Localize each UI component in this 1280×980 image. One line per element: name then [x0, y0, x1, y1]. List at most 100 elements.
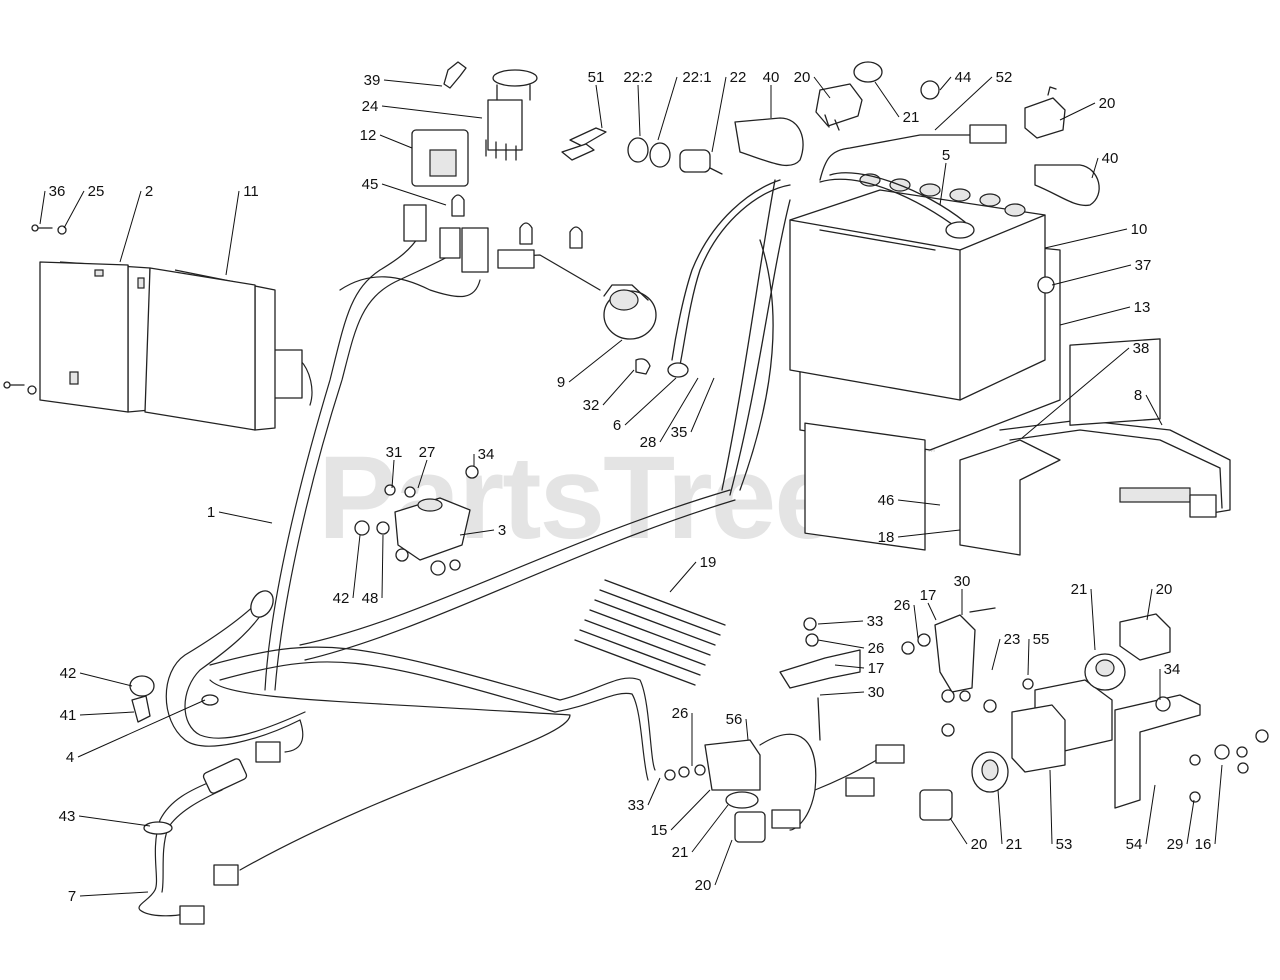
callout-40a: 40	[763, 69, 779, 118]
callout-leader-20a	[813, 76, 831, 99]
callout-label-18: 18	[878, 529, 895, 546]
callout-21c: 21	[672, 804, 729, 861]
callout-leader-40b	[1091, 157, 1099, 179]
callout-leader-15	[670, 789, 711, 831]
callout-26a: 26	[894, 597, 919, 639]
callout-label-44: 44	[955, 69, 972, 86]
ignition-switch	[411, 61, 538, 187]
grommet-42	[129, 675, 155, 697]
callout-leader-25	[63, 190, 85, 229]
callout-label-29: 29	[1167, 836, 1184, 853]
callout-leader-54	[1145, 784, 1156, 845]
callout-label-22-1: 22:1	[682, 69, 711, 86]
callout-label-23: 23	[1004, 631, 1021, 648]
cable-ties-19	[574, 579, 726, 686]
callout-leader-12	[379, 134, 413, 149]
callout-4: 4	[66, 699, 206, 766]
bushing-41	[131, 695, 151, 723]
connector-block-3	[461, 227, 489, 273]
callout-label-2: 2	[145, 183, 153, 200]
boot-40b	[1034, 164, 1100, 207]
callout-leader-6	[624, 377, 677, 426]
callout-leader-9	[568, 339, 623, 383]
callout-label-28: 28	[640, 434, 657, 451]
battery-panel	[804, 422, 926, 551]
callout-leader-43	[78, 815, 151, 827]
callout-leader-22	[711, 76, 727, 153]
callout-55: 55	[1027, 631, 1049, 676]
callout-leader-29	[1186, 799, 1195, 845]
callout-20b: 20	[1059, 95, 1115, 121]
callout-label-17b: 17	[868, 660, 885, 677]
callout-leader-52	[934, 76, 993, 131]
bulb-45	[451, 194, 465, 217]
callout-leader-10	[1044, 228, 1128, 249]
bracket-8	[1069, 338, 1161, 426]
callout-label-38: 38	[1133, 340, 1150, 357]
callout-26c: 26	[672, 705, 693, 766]
callout-16: 16	[1195, 764, 1223, 853]
harness-ring-terminal	[201, 694, 219, 706]
callout-9: 9	[557, 339, 623, 391]
callout-leader-53	[1049, 769, 1053, 845]
callout-5: 5	[939, 147, 950, 206]
callout-36: 36	[39, 183, 66, 225]
callout-43: 43	[59, 808, 151, 827]
callout-label-16: 16	[1195, 836, 1212, 853]
bolt-37	[1037, 276, 1055, 294]
switch-connectors	[273, 194, 601, 399]
part-9-sounder	[603, 284, 657, 375]
callout-leader-55	[1027, 638, 1030, 676]
callout-54: 54	[1126, 784, 1156, 853]
connector-7a	[202, 758, 248, 794]
callout-label-36: 36	[49, 183, 66, 200]
callout-label-56: 56	[726, 711, 743, 728]
callout-label-52: 52	[996, 69, 1013, 86]
callout-18: 18	[878, 529, 961, 546]
callout-label-48: 48	[362, 590, 379, 607]
callout-22: 22	[711, 69, 746, 153]
callout-label-24: 24	[362, 98, 379, 115]
battery-assembly	[667, 124, 1231, 556]
callout-label-3: 3	[498, 522, 506, 539]
callout-21a: 21	[874, 81, 919, 126]
callout-label-39: 39	[364, 72, 381, 89]
callout-30a: 30	[954, 573, 970, 615]
callout-leader-5	[939, 162, 947, 206]
callout-2: 2	[119, 183, 153, 263]
callout-label-26a: 26	[894, 597, 911, 614]
callout-label-40b: 40	[1102, 150, 1119, 167]
harness-connector-b	[213, 864, 239, 886]
grommet-43	[143, 821, 173, 835]
callout-15: 15	[651, 789, 711, 839]
callout-label-4: 4	[66, 749, 74, 766]
callout-leader-32	[602, 369, 635, 406]
callout-label-27: 27	[419, 444, 436, 461]
callout-label-37: 37	[1135, 257, 1152, 274]
callout-label-34b: 34	[1164, 661, 1181, 678]
callout-label-8: 8	[1134, 387, 1142, 404]
callout-leader-20b	[1059, 102, 1096, 121]
callout-label-46: 46	[878, 492, 895, 509]
callout-label-53: 53	[1056, 836, 1073, 853]
callout-leader-31	[391, 459, 395, 489]
seat-switch-group	[815, 61, 1066, 139]
grommet-4	[250, 590, 274, 618]
callout-37: 37	[1051, 257, 1152, 286]
callout-leader-46	[897, 499, 941, 506]
callout-56: 56	[726, 711, 749, 741]
callout-25: 25	[63, 183, 105, 229]
callout-7: 7	[68, 888, 149, 905]
callout-label-54: 54	[1126, 836, 1143, 853]
callout-leader-28	[659, 377, 699, 443]
callout-label-26c: 26	[672, 705, 689, 722]
callout-11: 11	[225, 183, 259, 276]
callout-label-26b: 26	[868, 640, 885, 657]
cable-connector-52	[969, 124, 1007, 144]
harness-plug-9	[497, 249, 535, 269]
callout-31: 31	[386, 444, 402, 489]
callout-27: 27	[417, 444, 436, 489]
callout-label-25: 25	[88, 183, 105, 200]
callout-leader-39	[383, 79, 443, 87]
